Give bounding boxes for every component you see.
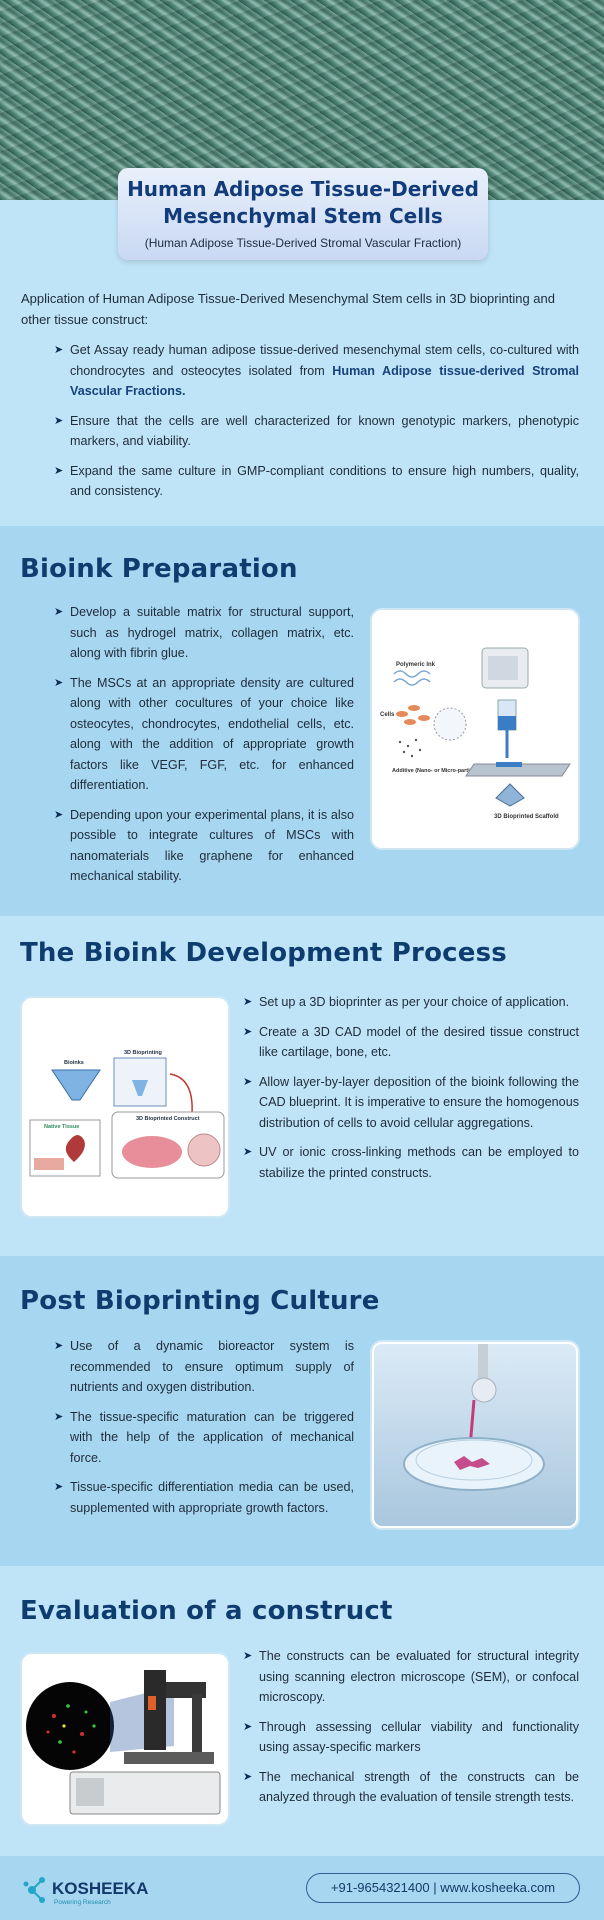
svf-link[interactable]: Human Adipose tissue-derived Stromal Vas… bbox=[70, 363, 579, 399]
bioink-section: Bioink Preparation Develop a suitable ma… bbox=[0, 526, 604, 916]
fluorescence-dots bbox=[46, 1704, 96, 1754]
native-tissue-label: Native Tissue bbox=[44, 1124, 79, 1130]
logo-dot bbox=[23, 1881, 29, 1887]
additive-label: Additive (Nano- or Micro-particles) bbox=[392, 768, 482, 774]
print-bed bbox=[465, 763, 571, 777]
polymer-strand bbox=[393, 670, 431, 678]
list-item: Expand the same culture in GMP-compliant… bbox=[54, 461, 579, 502]
title-card: Human Adipose Tissue-Derived Mesenchymal… bbox=[118, 168, 488, 260]
title-line-1: Human Adipose Tissue-Derived bbox=[127, 177, 479, 201]
additive-particles bbox=[398, 738, 422, 758]
printer-head bbox=[471, 1377, 497, 1403]
list-item: Through assessing cellular viability and… bbox=[243, 1717, 579, 1758]
intro-text: Application of Human Adipose Tissue-Deri… bbox=[21, 291, 555, 327]
brand-tagline: Powering Research bbox=[54, 1899, 111, 1906]
microscope-stage bbox=[124, 1752, 214, 1764]
logo-mark: KOSHEEKA Powering Research bbox=[23, 1877, 148, 1906]
microscope-pillar bbox=[192, 1694, 202, 1754]
mix-circle bbox=[433, 707, 467, 741]
brand-name: KOSHEEKA bbox=[52, 1879, 148, 1898]
list-item: The tissue-specific maturation can be tr… bbox=[54, 1407, 354, 1469]
page-title: Human Adipose Tissue-Derived Mesenchymal… bbox=[118, 176, 488, 230]
process-section: The Bioink Development Process Bioinks 3… bbox=[0, 916, 604, 1256]
printer-window bbox=[488, 656, 518, 680]
evaluation-heading: Evaluation of a construct bbox=[20, 1596, 393, 1626]
fluorescence-image bbox=[26, 1682, 114, 1770]
list-item: Allow layer-by-layer deposition of the b… bbox=[243, 1072, 579, 1134]
flow-arrow bbox=[169, 1073, 193, 1115]
evaluation-bullets: The constructs can be evaluated for stru… bbox=[243, 1646, 579, 1817]
list-item: The mechanical strength of the construct… bbox=[243, 1767, 579, 1808]
bioprinting-label: 3D Bioprinting bbox=[124, 1050, 162, 1056]
culture-heading: Post Bioprinting Culture bbox=[20, 1286, 380, 1316]
syringe-ink bbox=[498, 716, 516, 730]
evaluation-section: Evaluation of a construct The constructs… bbox=[0, 1566, 604, 1856]
bioprinter-diagram: Polymeric Ink Cells Additive (Nano- or M… bbox=[380, 647, 571, 820]
footer: KOSHEEKA Powering Research +91-965432140… bbox=[0, 1856, 604, 1920]
tissue-sample bbox=[34, 1158, 64, 1170]
list-item: Develop a suitable matrix for structural… bbox=[54, 602, 354, 664]
list-item: The MSCs at an appropriate density are c… bbox=[54, 673, 354, 796]
contact-pill[interactable]: +91-9654321400 | www.kosheeka.com bbox=[306, 1873, 580, 1903]
bioink-bullets: Develop a suitable matrix for structural… bbox=[54, 602, 354, 896]
title-line-2: Mesenchymal Stem Cells bbox=[163, 204, 443, 228]
bioink-funnel bbox=[51, 1069, 101, 1101]
printed-layer bbox=[496, 762, 522, 767]
cell-cluster bbox=[396, 705, 430, 725]
list-item: Ensure that the cells are well character… bbox=[54, 411, 579, 452]
process-bullets: Set up a 3D bioprinter as per your choic… bbox=[243, 992, 579, 1192]
culture-bullets: Use of a dynamic bioreactor system is re… bbox=[54, 1336, 354, 1527]
process-diagram: Bioinks 3D Bioprinting Native Tissue 3D … bbox=[29, 1050, 225, 1179]
bioinks-label: Bioinks bbox=[64, 1060, 84, 1066]
polymeric-ink-label: Polymeric Ink bbox=[396, 662, 436, 668]
construct-zoom bbox=[187, 1133, 221, 1167]
intro-bullets: Get Assay ready human adipose tissue-der… bbox=[54, 340, 579, 511]
list-item: Set up a 3D bioprinter as per your choic… bbox=[243, 992, 579, 1013]
petri-dish-photo bbox=[403, 1344, 545, 1491]
heart-icon bbox=[65, 1135, 85, 1162]
scaffold-shape bbox=[495, 783, 525, 807]
list-item: The constructs can be evaluated for stru… bbox=[243, 1646, 579, 1708]
polymer-strand bbox=[393, 678, 431, 686]
bioink-heading: Bioink Preparation bbox=[20, 554, 298, 584]
list-item: Tissue-specific differentiation media ca… bbox=[54, 1477, 354, 1518]
page-subtitle: (Human Adipose Tissue-Derived Stromal Va… bbox=[144, 236, 462, 250]
list-item: UV or ionic cross-linking methods can be… bbox=[243, 1142, 579, 1183]
construct-label: 3D Bioprinted Construct bbox=[136, 1116, 200, 1122]
microscope-accent bbox=[148, 1696, 156, 1710]
construct-tissue bbox=[122, 1136, 182, 1168]
process-heading: The Bioink Development Process bbox=[20, 938, 507, 968]
hero-cell-image bbox=[0, 0, 604, 200]
culture-photo bbox=[372, 1342, 578, 1528]
microscope-photo bbox=[26, 1670, 221, 1815]
list-item: Get Assay ready human adipose tissue-der… bbox=[54, 340, 579, 402]
microscope-base bbox=[69, 1771, 221, 1815]
printed-tissue bbox=[454, 1456, 490, 1470]
culture-section: Post Bioprinting Culture Use of a dynami… bbox=[0, 1256, 604, 1566]
scaffold-label: 3D Bioprinted Scaffold bbox=[494, 814, 559, 820]
base-panel bbox=[76, 1778, 104, 1806]
cells-label: Cells bbox=[380, 712, 395, 718]
mini-funnel bbox=[132, 1080, 148, 1096]
list-item: Use of a dynamic bioreactor system is re… bbox=[54, 1336, 354, 1398]
kosheeka-logo[interactable]: KOSHEEKA Powering Research bbox=[22, 1872, 162, 1913]
petri-rim bbox=[415, 1439, 533, 1481]
list-item: Depending upon your experimental plans, … bbox=[54, 805, 354, 887]
list-item: Create a 3D CAD model of the desired tis… bbox=[243, 1022, 579, 1063]
microscope-figure bbox=[22, 1654, 228, 1824]
printer-arm bbox=[478, 1344, 488, 1384]
process-figure: Bioinks 3D Bioprinting Native Tissue 3D … bbox=[22, 998, 228, 1216]
bullet-text: Get Assay ready human adipose tissue-der… bbox=[70, 343, 579, 378]
bioink-figure: Polymeric Ink Cells Additive (Nano- or M… bbox=[372, 610, 578, 848]
